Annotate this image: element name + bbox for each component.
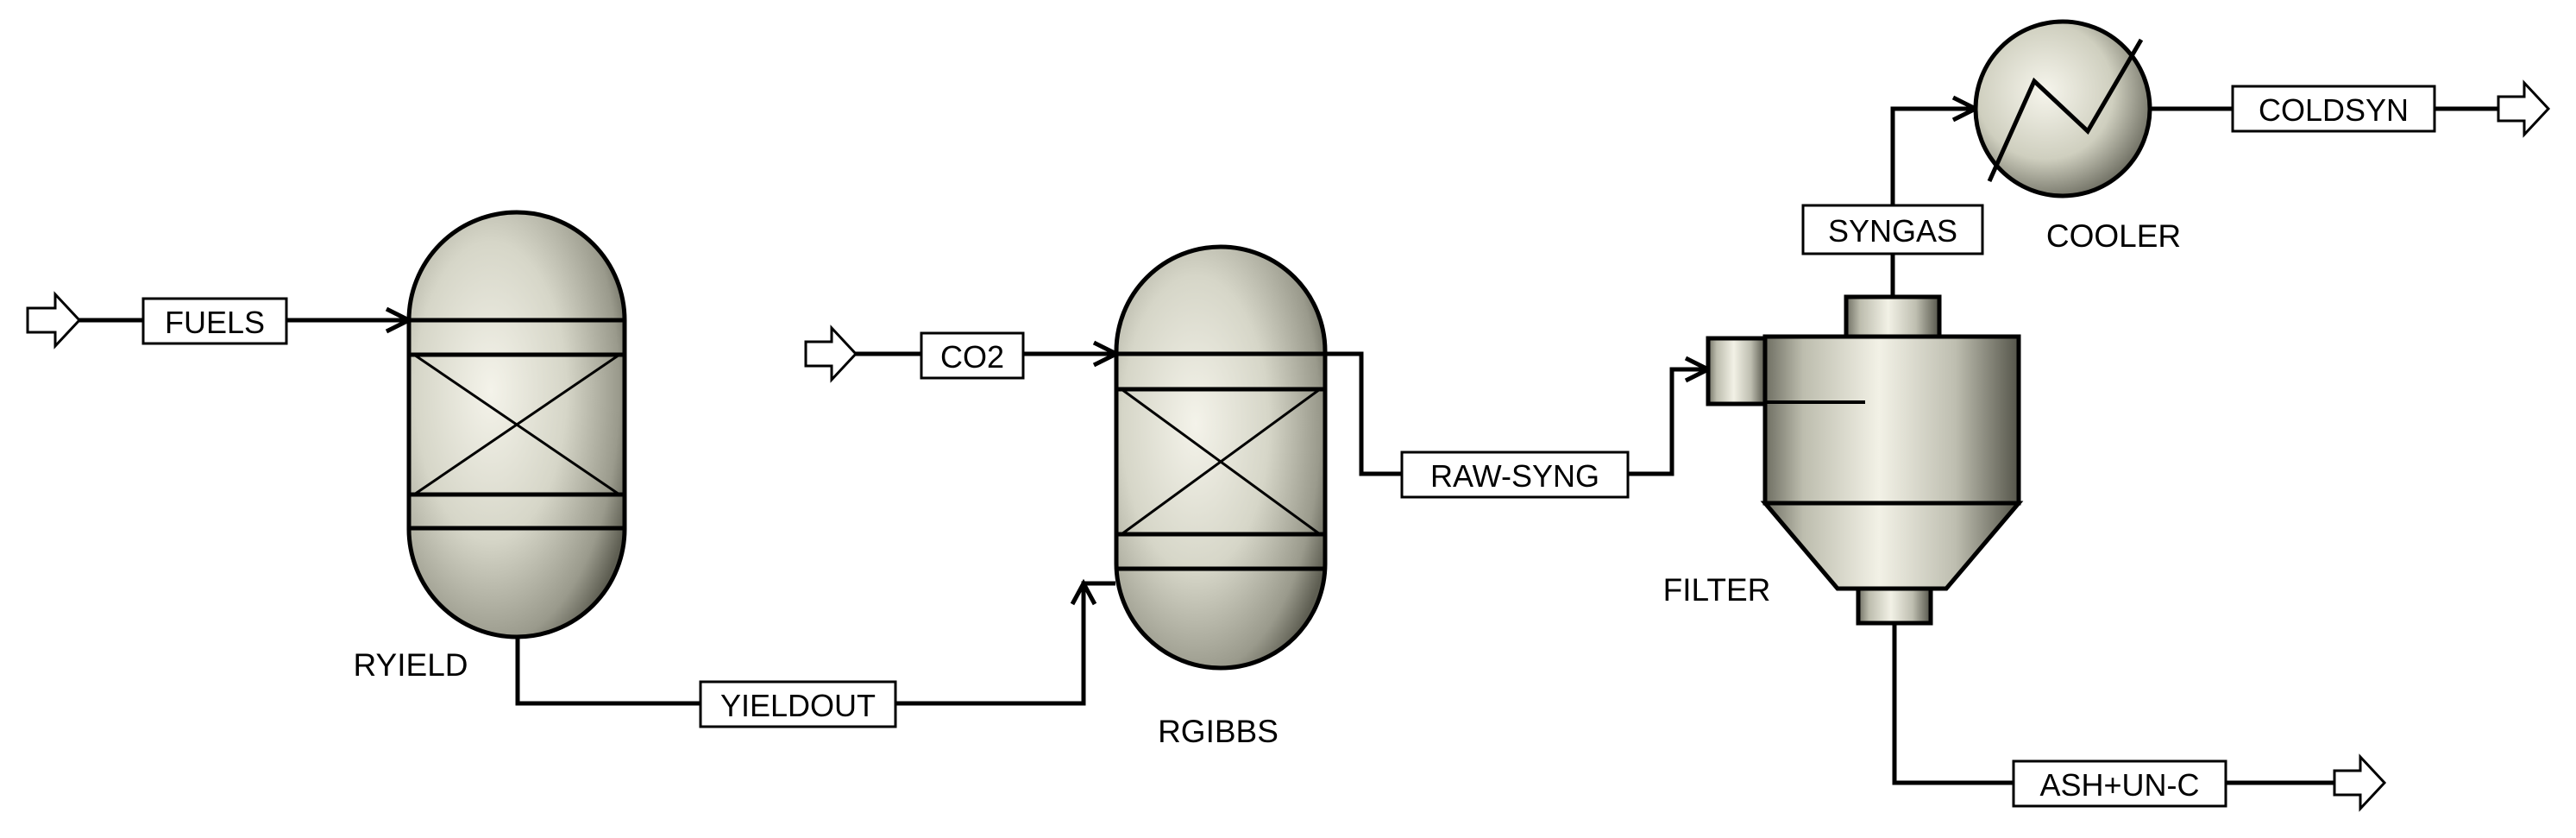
arrowhead-yieldout — [1070, 578, 1097, 606]
cooler-coil — [1987, 38, 2144, 183]
terminal-arrows — [26, 79, 2551, 812]
rgibbs-internals — [1116, 351, 1325, 571]
stream-yieldout-box[interactable] — [699, 680, 897, 728]
stream-ash-unc-box[interactable] — [2012, 759, 2227, 808]
filter-bottom-outlet — [1856, 586, 1933, 626]
block-label-filter: FILTER — [1663, 572, 1771, 608]
stream-label-boxes — [141, 85, 2436, 808]
feed-arrow-co2[interactable] — [804, 324, 858, 383]
stream-co2-box[interactable] — [920, 331, 1025, 380]
stream-ash-unc-line[interactable] — [1892, 623, 2334, 785]
stream-label-coldsyn: COLDSYN — [2259, 92, 2409, 128]
cooler-heat-exchanger[interactable] — [1973, 19, 2152, 198]
block-label-ryield: RYIELD — [354, 647, 468, 683]
filter-inlet — [1706, 336, 1768, 406]
block-label-rgibbs: RGIBBS — [1158, 714, 1279, 749]
stream-labels: FUELS CO2 YIELDOUT RAW-SYNG SYNGAS COLDS… — [165, 92, 2409, 803]
stream-label-co2: CO2 — [940, 339, 1004, 375]
stream-label-fuels: FUELS — [165, 305, 265, 340]
block-label-cooler: COOLER — [2046, 218, 2181, 254]
stream-raw-syng-box[interactable] — [1400, 451, 1630, 499]
product-arrow-ash-unc[interactable] — [2333, 753, 2387, 812]
stream-syngas-box[interactable] — [1801, 204, 1984, 255]
stream-label-yieldout: YIELDOUT — [720, 688, 876, 723]
ryield-reactor[interactable] — [406, 210, 627, 640]
stream-coldsyn-box[interactable] — [2231, 85, 2436, 133]
filter-cylinder — [1762, 334, 2021, 506]
block-labels: RYIELD RGIBBS FILTER COOLER — [354, 218, 2182, 749]
ryield-internals — [409, 318, 625, 531]
stream-label-ash-unc: ASH+UN-C — [2039, 767, 2199, 803]
stream-yieldout-line[interactable] — [515, 581, 1115, 706]
rgibbs-reactor[interactable] — [1114, 244, 1328, 671]
filter-cyclone[interactable] — [1706, 294, 2024, 626]
stream-label-raw-syng: RAW-SYNG — [1430, 458, 1599, 494]
stream-label-syngas: SYNGAS — [1828, 213, 1957, 249]
feed-arrow-fuels[interactable] — [26, 291, 82, 350]
rgibbs-vessel-body — [1114, 244, 1328, 671]
filter-top-outlet — [1844, 294, 1942, 339]
filter-cone — [1760, 501, 2024, 591]
product-arrow-coldsyn[interactable] — [2497, 79, 2551, 138]
stream-fuels-box[interactable] — [141, 297, 288, 345]
